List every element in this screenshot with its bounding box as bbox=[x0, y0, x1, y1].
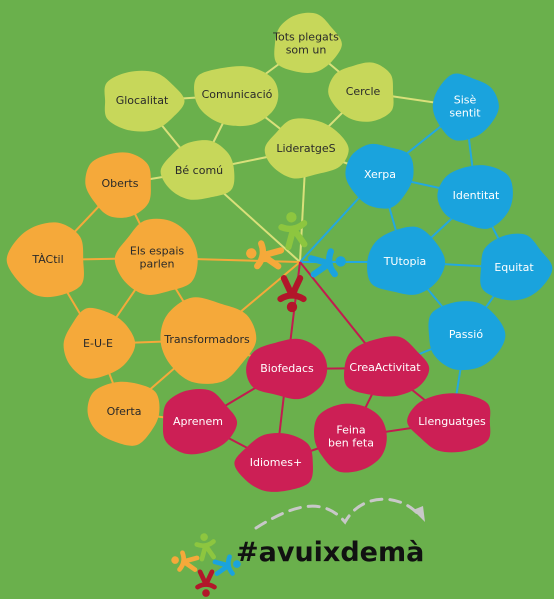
node-llenguatges: Llenguatges bbox=[407, 393, 491, 453]
node-idiomes: Idiomes+ bbox=[234, 432, 313, 492]
person-figure-icon bbox=[246, 240, 285, 270]
node-lideratges: LideratgeS bbox=[264, 118, 349, 179]
node-blob bbox=[160, 297, 257, 384]
node-blob bbox=[234, 432, 313, 492]
node-blob bbox=[114, 218, 198, 295]
node-eue: E-U-E bbox=[63, 307, 136, 379]
node-blob bbox=[407, 393, 491, 453]
node-label: som un bbox=[286, 44, 327, 57]
node-xerpa: Xerpa bbox=[345, 143, 414, 209]
node-blob bbox=[428, 301, 506, 371]
node-be-comu: Bé comú bbox=[160, 140, 235, 200]
node-transformadors: Transformadors bbox=[160, 297, 257, 384]
node-label: Bé comú bbox=[175, 164, 223, 177]
node-creaactivitat: CreaActivitat bbox=[343, 336, 430, 397]
node-blob bbox=[274, 12, 342, 73]
node-blob bbox=[343, 336, 430, 397]
node-blob bbox=[85, 152, 151, 218]
node-label: Llenguatges bbox=[418, 415, 486, 428]
node-label: Aprenem bbox=[173, 415, 223, 428]
arrow-head-icon bbox=[413, 506, 425, 522]
node-blob bbox=[160, 140, 235, 200]
node-equitat: Equitat bbox=[480, 233, 553, 301]
node-comunicacio: Comunicació bbox=[194, 66, 279, 127]
node-blob bbox=[345, 143, 414, 209]
four-people-cluster-icon bbox=[171, 533, 241, 597]
node-label: Equitat bbox=[494, 261, 534, 274]
node-blob bbox=[246, 338, 328, 400]
node-blob bbox=[87, 381, 160, 446]
node-blob bbox=[104, 70, 185, 132]
person-figure-icon bbox=[277, 275, 307, 313]
dashed-curved-arrow-icon bbox=[254, 497, 420, 530]
node-tutopia: TUtopia bbox=[367, 226, 446, 295]
node-label: LideratgeS bbox=[276, 142, 335, 155]
person-figure-icon bbox=[194, 533, 216, 562]
node-label: ben feta bbox=[328, 437, 374, 450]
person-figure-icon bbox=[195, 569, 217, 597]
person-figure-icon bbox=[307, 248, 346, 278]
node-blob bbox=[328, 62, 394, 122]
node-label: Idiomes+ bbox=[250, 456, 302, 469]
node-label: Cercle bbox=[346, 85, 381, 98]
node-glocalitat: Glocalitat bbox=[104, 70, 185, 132]
person-figure-icon bbox=[171, 550, 200, 572]
node-identitat: Identitat bbox=[437, 165, 513, 229]
node-label: Els espais bbox=[130, 245, 185, 258]
hashtag-text: #avuixdemà bbox=[236, 537, 424, 568]
node-label: Tots plegats bbox=[272, 31, 339, 44]
node-label: Xerpa bbox=[364, 168, 396, 181]
node-label: Passió bbox=[449, 328, 483, 341]
node-blob bbox=[432, 73, 499, 141]
node-passio: Passió bbox=[428, 301, 506, 371]
node-blob bbox=[264, 118, 349, 179]
node-blob bbox=[194, 66, 279, 127]
node-label: Transformadors bbox=[163, 333, 250, 346]
node-blob bbox=[480, 233, 553, 301]
node-label: E-U-E bbox=[83, 337, 113, 350]
node-label: Feina bbox=[336, 424, 365, 437]
node-blob bbox=[314, 403, 387, 473]
center-people-icon bbox=[246, 212, 346, 313]
node-tactil: TÀCtil bbox=[6, 222, 84, 298]
node-blob bbox=[6, 222, 84, 298]
node-label: Glocalitat bbox=[116, 94, 169, 107]
node-blob bbox=[63, 307, 136, 379]
node-blob bbox=[437, 165, 513, 229]
node-label: sentit bbox=[449, 107, 481, 120]
node-oferta: Oferta bbox=[87, 381, 160, 446]
node-label: Sisè bbox=[454, 94, 477, 107]
node-oberts: Oberts bbox=[85, 152, 151, 218]
node-label: Oferta bbox=[107, 405, 142, 418]
person-figure-icon bbox=[278, 212, 308, 251]
node-label: Oberts bbox=[102, 177, 139, 190]
node-blob bbox=[162, 388, 238, 455]
node-biofedacs: Biofedacs bbox=[246, 338, 328, 400]
node-blob bbox=[367, 226, 446, 295]
node-label: Comunicació bbox=[202, 88, 273, 101]
node-label: parlen bbox=[139, 258, 174, 271]
node-cercle: Cercle bbox=[328, 62, 394, 122]
node-label: TÀCtil bbox=[31, 253, 63, 266]
node-label: TUtopia bbox=[383, 255, 427, 268]
node-label: Identitat bbox=[453, 189, 500, 202]
node-label: CreaActivitat bbox=[349, 361, 421, 374]
node-label: Biofedacs bbox=[260, 362, 314, 375]
node-aprenem: Aprenem bbox=[162, 388, 238, 455]
person-figure-icon bbox=[212, 554, 241, 576]
